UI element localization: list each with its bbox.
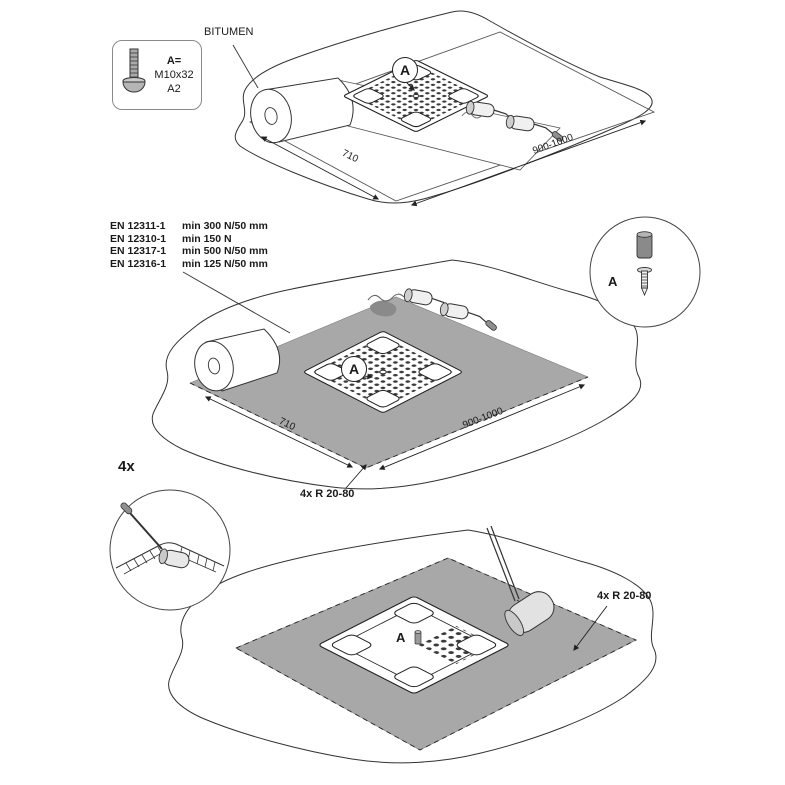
step1-illustration — [232, 10, 656, 207]
plate-marker-step2: A — [341, 356, 367, 382]
bitumen-roll-icon — [194, 328, 281, 392]
marker-leader-arrow — [406, 82, 415, 91]
fastener-label: A= — [166, 54, 182, 67]
fastener-callout: A= M10x32 A2 — [112, 40, 202, 110]
standard-value: min 125 N/50 mm — [182, 257, 268, 270]
plate-marker-step3: A — [396, 630, 406, 645]
detail-marker-step2: A — [608, 274, 618, 289]
bitumen-label: BITUMEN — [204, 26, 254, 38]
standard-value: min 150 N — [182, 232, 232, 245]
count-label-step3: 4x — [118, 458, 135, 475]
standard-code: EN 12310-1 — [110, 232, 167, 245]
hand-roller-icon — [158, 548, 190, 569]
standard-row: EN 12311-1 min 300 N/50 mm — [110, 220, 268, 233]
standard-row: EN 12310-1 min 150 N — [110, 233, 268, 246]
standard-row: EN 12316-1 min 125 N/50 mm — [110, 258, 268, 271]
floor-roller-icon — [486, 525, 555, 636]
small-bolt-icon — [414, 630, 422, 645]
corner-roller-detail-circle — [109, 489, 231, 611]
fastener-size: M10x32 — [154, 68, 194, 81]
dim-line-width — [204, 396, 354, 468]
adhesive-blob — [370, 300, 397, 317]
dim-line-length — [410, 119, 647, 207]
hatching — [125, 546, 216, 572]
fastener-grade: A2 — [167, 83, 181, 96]
standard-code: EN 12311-1 — [110, 220, 166, 232]
fastener-detail-circle — [589, 216, 701, 328]
standard-code: EN 12317-1 — [110, 245, 167, 257]
adhesive-scribble — [367, 293, 405, 302]
standard-value: min 300 N/50 mm — [182, 220, 268, 232]
corner-radius-leader — [345, 464, 367, 489]
standard-value: min 500 N/50 mm — [182, 245, 268, 257]
step2-illustration — [151, 216, 701, 490]
dim-line-width — [260, 136, 380, 200]
bitumen-leader-line — [232, 44, 259, 89]
standard-row: EN 12317-1 min 500 N/50 mm — [110, 245, 268, 258]
standards-leader-line — [182, 271, 291, 334]
screw-icon — [637, 267, 652, 297]
dim-line-length — [378, 384, 586, 470]
standards-list: EN 12311-1 min 300 N/50 mm EN 12310-1 mi… — [110, 220, 268, 270]
membrane-cut-dashed — [234, 557, 638, 751]
plate-marker-step1: A — [392, 57, 418, 83]
standard-code: EN 12316-1 — [110, 257, 167, 270]
marker-leader-arrow — [363, 373, 374, 380]
corner-radius-leader — [573, 605, 608, 651]
adhesive-scribble — [461, 111, 483, 119]
bolt-icon — [122, 48, 146, 93]
corner-radius-label-step3: 4x R 20-80 — [597, 590, 652, 602]
corner-radius-label-step2: 4x R 20-80 — [300, 488, 355, 500]
step3-illustration — [109, 489, 657, 764]
sleeve-icon — [636, 231, 653, 259]
